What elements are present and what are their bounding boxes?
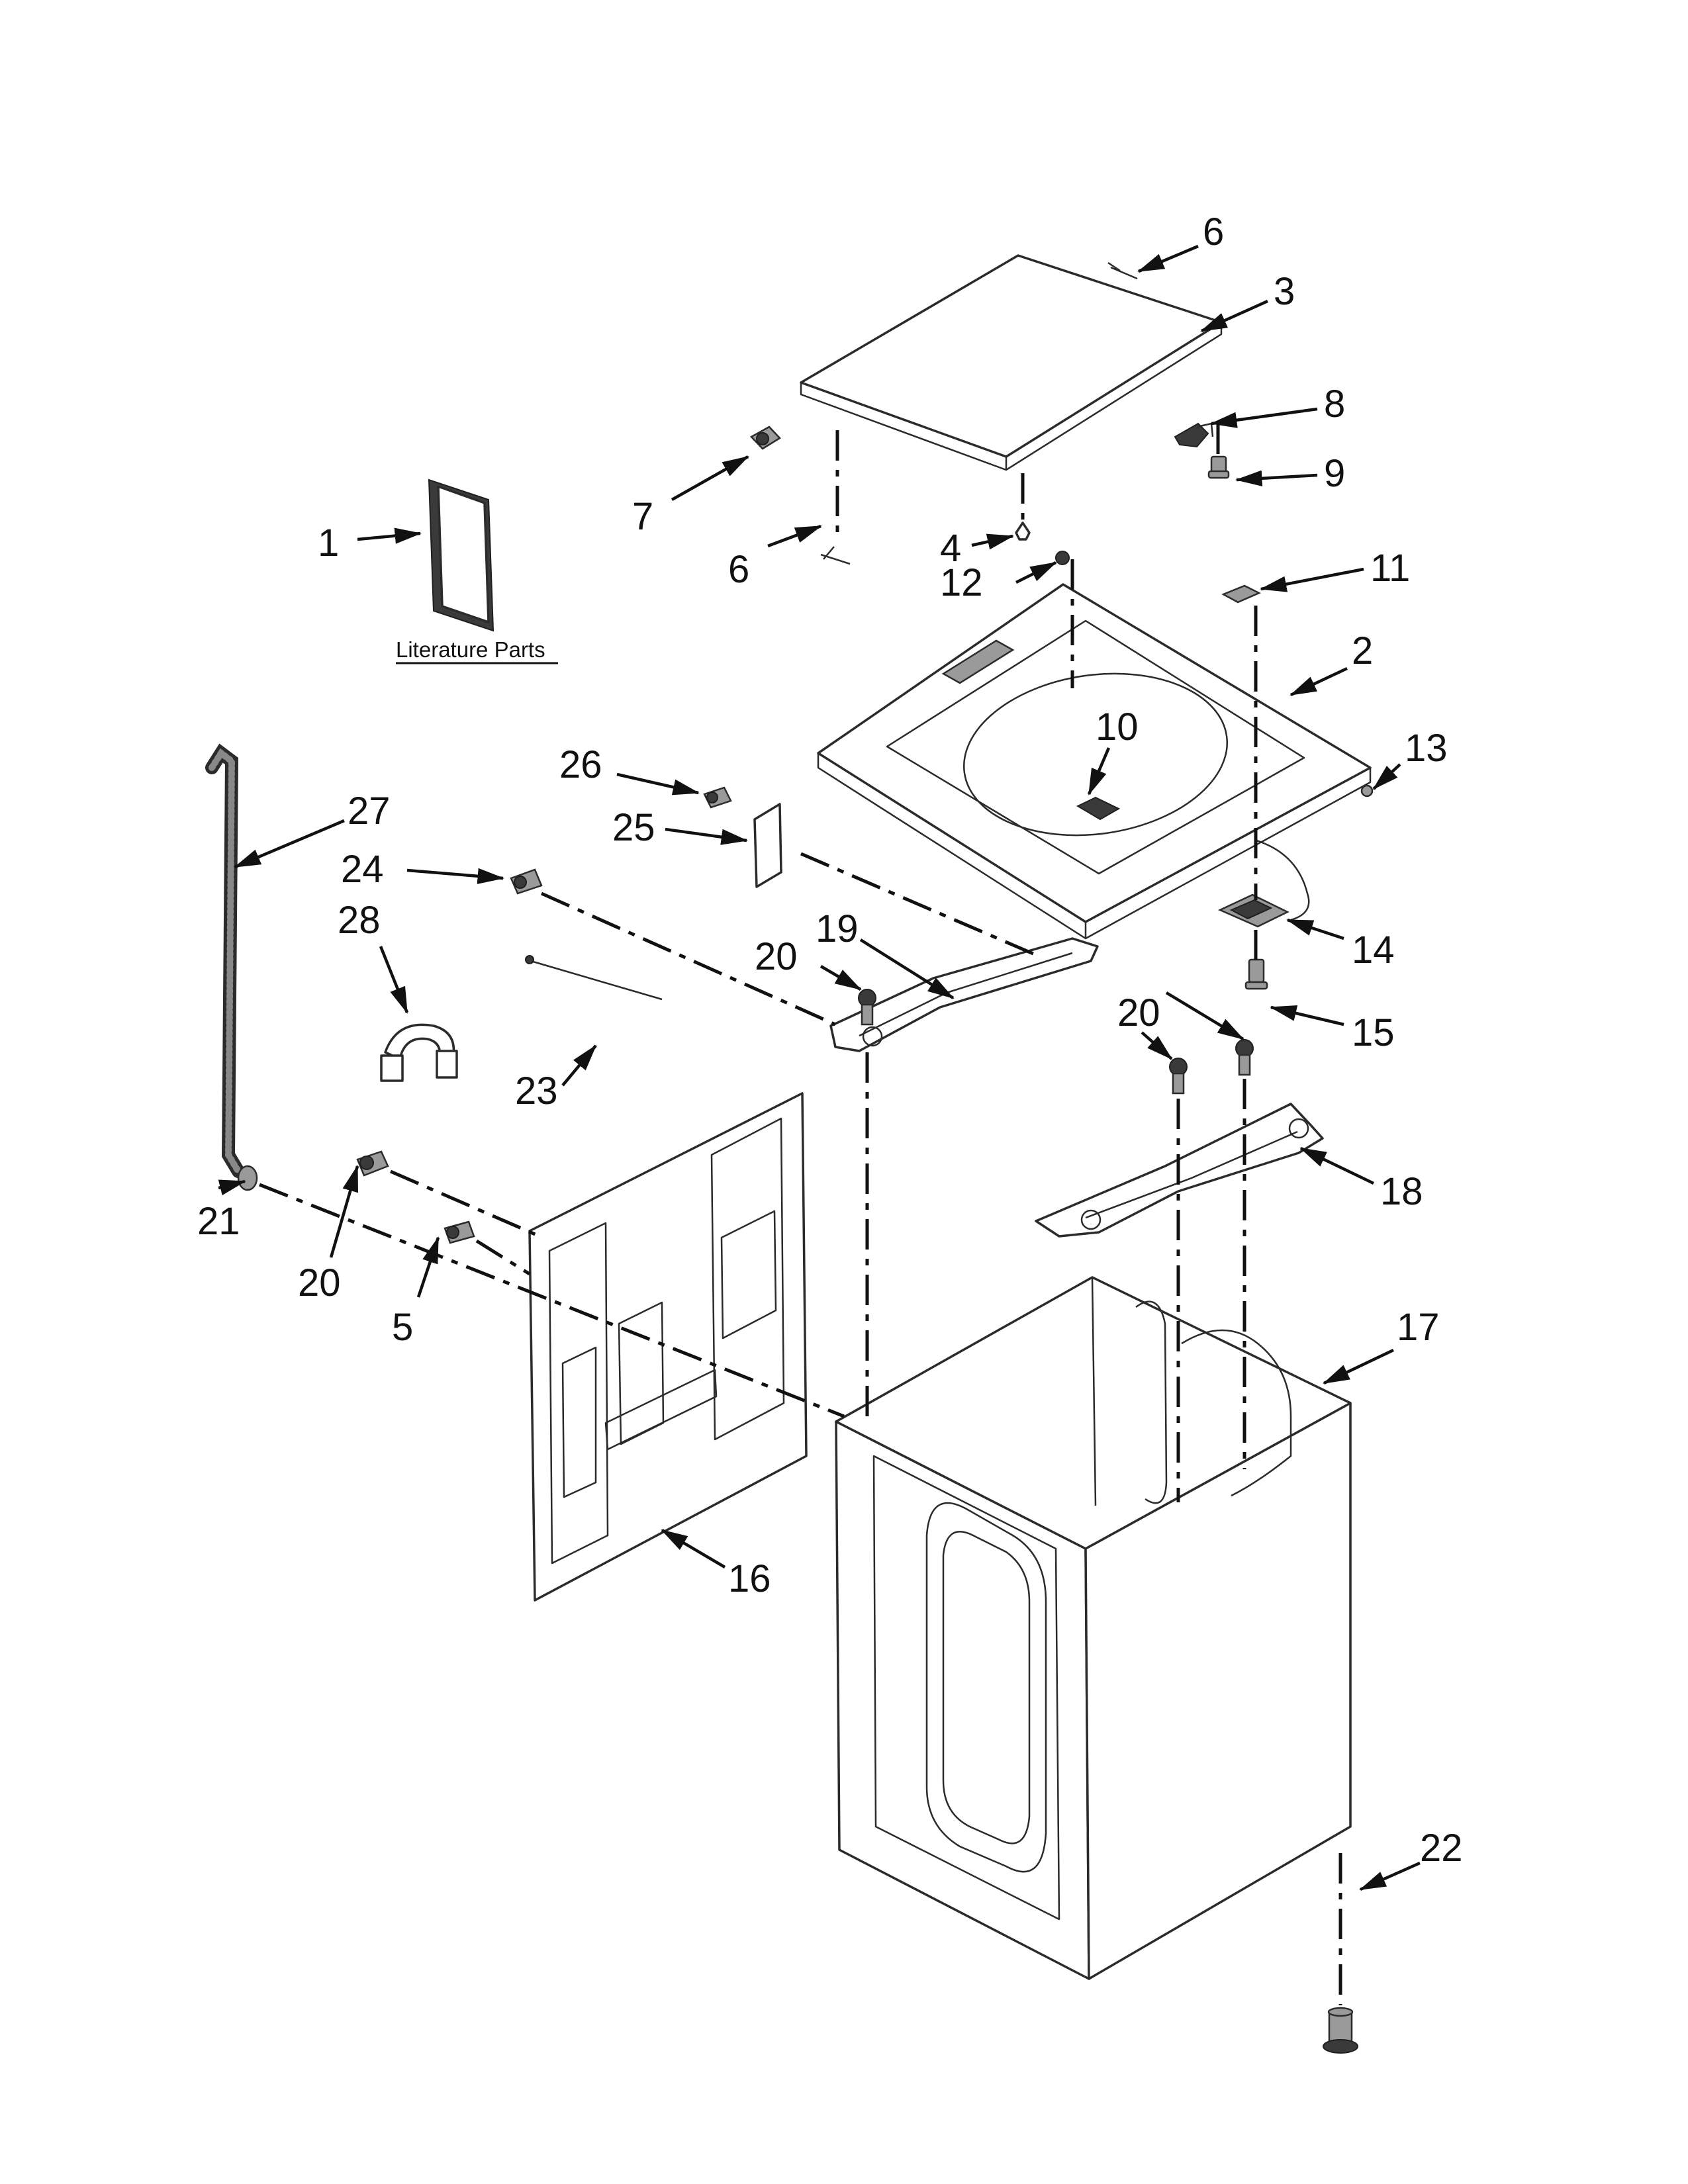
callout-14: 14 — [1352, 929, 1395, 972]
hinge-pin-upper — [1107, 261, 1138, 280]
callout-17: 17 — [1397, 1306, 1440, 1349]
callout-20-rear: 20 — [1117, 991, 1160, 1034]
assembly-lines — [259, 424, 1342, 2005]
callout-5: 5 — [392, 1306, 413, 1349]
hose-clamp — [237, 1165, 258, 1191]
brace-screw-front — [858, 989, 876, 1026]
callout-16: 16 — [728, 1557, 771, 1600]
top-lid — [800, 254, 1223, 471]
lid-switch-screw — [1207, 455, 1230, 479]
rear-panel-screw-side — [444, 1220, 475, 1244]
callout-1: 1 — [318, 522, 339, 565]
callout-20-front: 20 — [755, 935, 798, 978]
leveling-foot — [1323, 2007, 1358, 2054]
rear-panel-screw-upper — [510, 868, 543, 895]
drain-hose-form — [380, 1023, 458, 1082]
callout-6-lower: 6 — [728, 548, 749, 591]
brace-screw-rear-left — [1169, 1058, 1188, 1095]
callout-9: 9 — [1324, 452, 1345, 495]
callout-24: 24 — [341, 848, 384, 891]
hinge-pin-lower — [820, 546, 851, 565]
leader-arrows — [218, 244, 1421, 1891]
callout-12: 12 — [940, 561, 983, 604]
callout-15: 15 — [1352, 1011, 1395, 1054]
callout-4: 4 — [940, 527, 961, 570]
callout-10: 10 — [1096, 705, 1139, 749]
callout-labels: 1 2 3 4 5 6 6 7 8 9 10 11 12 13 14 15 16… — [197, 210, 1463, 1870]
callout-8: 8 — [1324, 383, 1345, 426]
literature-parts-label: Literature Parts — [396, 637, 545, 662]
callout-20-rear-panel: 20 — [298, 1261, 341, 1304]
callout-27: 27 — [348, 790, 391, 833]
brace-screw-rear-right — [1235, 1039, 1254, 1076]
callout-11: 11 — [1370, 547, 1410, 590]
rear-panel — [528, 1092, 808, 1602]
cable-tie — [525, 955, 663, 1001]
hinge-bolt — [749, 426, 781, 450]
lid-bumper — [1015, 522, 1031, 541]
top-panel-screw — [1360, 784, 1374, 797]
callout-23: 23 — [515, 1069, 558, 1113]
bracket-screw — [703, 786, 732, 809]
callout-13: 13 — [1405, 727, 1448, 770]
control-board — [1217, 839, 1310, 928]
literature-parts-label-group: Literature Parts — [396, 637, 558, 664]
callout-7: 7 — [632, 495, 653, 538]
rear-panel-screw-lower — [356, 1150, 389, 1177]
control-board-screw — [1244, 958, 1268, 990]
callout-21: 21 — [197, 1200, 240, 1243]
callout-19: 19 — [816, 907, 859, 950]
tub-ring-clip — [1055, 551, 1070, 565]
lid-switch — [1174, 422, 1214, 448]
drain-hose — [205, 743, 245, 1178]
top-panel — [817, 583, 1372, 940]
callout-2: 2 — [1352, 629, 1373, 672]
hose-bracket-plate — [753, 803, 782, 888]
dispenser-cap — [1221, 584, 1261, 604]
callout-3: 3 — [1274, 270, 1295, 313]
literature-booklet — [428, 478, 494, 632]
callout-28: 28 — [338, 899, 381, 942]
callout-22: 22 — [1420, 1827, 1463, 1870]
callout-26: 26 — [559, 743, 602, 786]
callout-18: 18 — [1380, 1170, 1423, 1213]
callout-25: 25 — [612, 806, 655, 849]
cabinet — [835, 1276, 1352, 1980]
callout-6-upper: 6 — [1203, 210, 1224, 253]
